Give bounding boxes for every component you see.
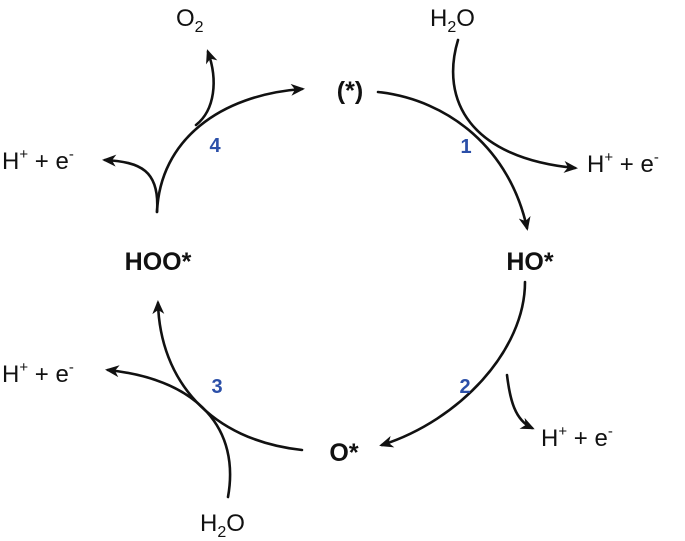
state-o: O* — [329, 439, 358, 467]
proton-electron-label-step-3: H+ + e- — [2, 359, 74, 388]
cycle-arc-step-1 — [376, 90, 531, 231]
state-ho: HO* — [506, 248, 554, 276]
oxygen-label: O2 — [176, 5, 204, 36]
proton-electron-label-step-2: H+ + e- — [541, 423, 613, 452]
cycle-arc-step-2 — [379, 280, 527, 448]
cycle-arc-step-4 — [155, 83, 305, 214]
state-hoo: HOO* — [125, 248, 192, 276]
proton-out-arc-step-2 — [505, 373, 535, 430]
water-in-arc-step-3 — [105, 365, 232, 499]
step-number-1: 1 — [460, 136, 471, 158]
o2-out-arc-step-4 — [194, 49, 218, 127]
state-empty-site: (*) — [337, 77, 363, 105]
proton-electron-label-step-4: H+ + e- — [2, 146, 74, 175]
water-in-arc-step-1 — [451, 38, 578, 173]
step-number-4: 4 — [209, 135, 221, 157]
water-label-step-1: H2O — [430, 5, 475, 36]
water-label-step-3: H2O — [200, 510, 245, 541]
step-number-2: 2 — [459, 376, 470, 398]
proton-out-arc-step-4 — [102, 154, 159, 214]
proton-electron-label-step-1: H+ + e- — [587, 149, 659, 178]
step-number-3: 3 — [211, 376, 222, 398]
cycle-arc-step-3 — [152, 300, 304, 452]
